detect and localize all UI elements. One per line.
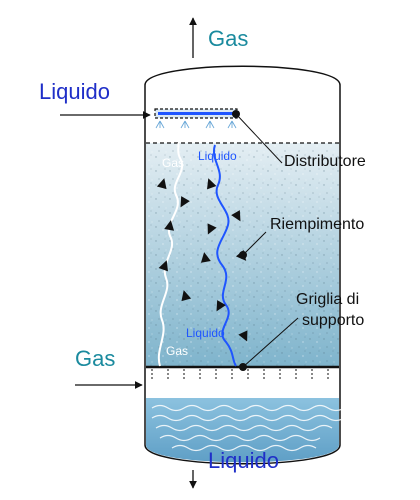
external-arrows <box>60 17 197 489</box>
gas-inlet-label: Gas <box>75 346 116 371</box>
packing-label: Riempimento <box>270 216 365 233</box>
sump-waves <box>151 404 345 452</box>
gas-stream <box>157 142 183 367</box>
distributor-label: Distributore <box>284 153 366 170</box>
liquid-stream <box>212 144 237 367</box>
inner-liquid-label-bottom: Liquido <box>186 326 225 340</box>
inner-liquid-label-top: Liquido <box>198 149 237 163</box>
liquid-outlet-label: Liquido <box>208 448 279 473</box>
support-grid-label-line1: Griglia di <box>296 291 360 308</box>
inner-gas-label-top: Gas <box>162 156 185 170</box>
inner-gas-label-bottom: Gas <box>166 344 189 358</box>
leader-lines <box>235 113 299 368</box>
support-grid-label-line2: supporto <box>302 312 365 329</box>
liquid-inlet-label: Liquido <box>39 79 110 104</box>
gas-outlet-label: Gas <box>208 26 249 51</box>
leader-dots <box>232 110 247 371</box>
